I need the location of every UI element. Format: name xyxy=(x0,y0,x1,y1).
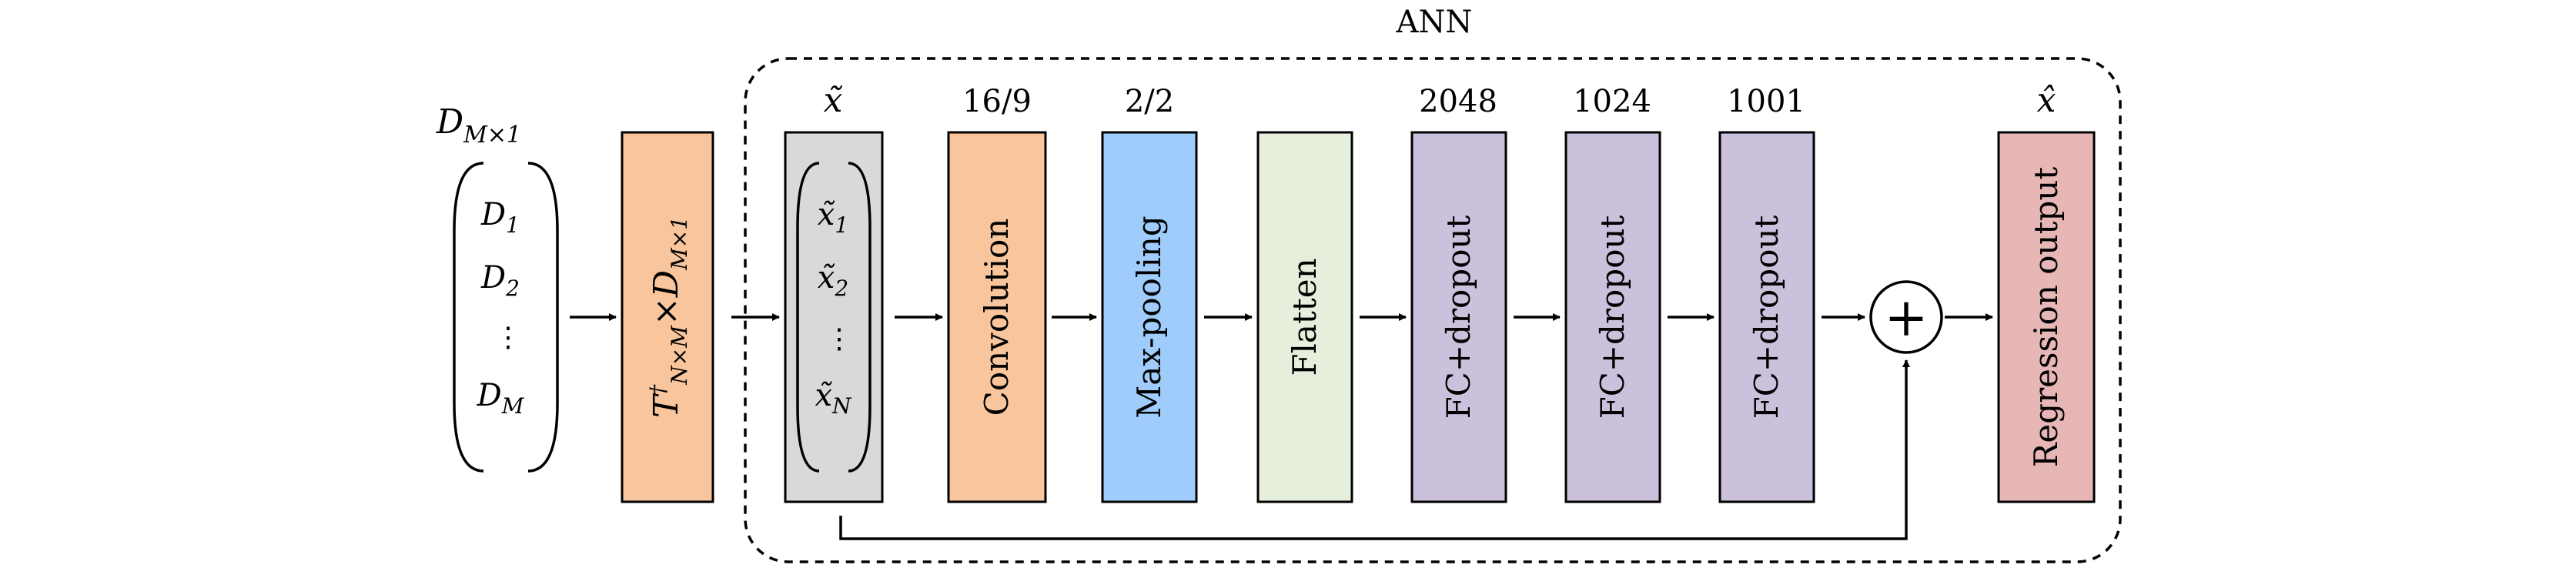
sum-circle xyxy=(1869,280,1943,354)
layer-box xyxy=(1256,131,1353,503)
layer-flatten: Flatten xyxy=(1256,131,1353,503)
reduced-item-dots: ⋮ xyxy=(825,323,853,355)
layer-top-label: 16/9 xyxy=(962,84,1032,119)
layer-name: FC+dropout xyxy=(1748,215,1785,419)
layer-top-label: 1024 xyxy=(1573,84,1651,119)
layer-top-label: 2/2 xyxy=(1125,84,1174,119)
layer-fc-1024: 1024 FC+dropout xyxy=(1564,84,1661,503)
ann-region xyxy=(744,57,2122,563)
flow-arrows xyxy=(570,313,1993,540)
input-vector: DM×1 D1 D2 ⋮ DM xyxy=(436,102,559,473)
reduced-item-n: x̃N xyxy=(815,378,852,419)
input-left-paren xyxy=(453,162,484,473)
layer-box xyxy=(1564,131,1661,503)
layer-box xyxy=(1718,131,1815,503)
layer-fc-1001: 1001 FC+dropout xyxy=(1718,84,1815,503)
reduced-left-paren xyxy=(796,162,820,473)
transform-block: T†N×M×DM×1 xyxy=(621,131,714,503)
layer-box xyxy=(1410,131,1507,503)
transform-block-box xyxy=(621,131,714,503)
input-item-dots: ⋮ xyxy=(494,322,522,353)
layer-name: FC+dropout xyxy=(1594,215,1631,419)
output-block: x̂ Regression output xyxy=(1997,81,2096,503)
reduced-vector-top-label: x̃ xyxy=(824,81,843,120)
input-item-2: D2 xyxy=(480,260,520,301)
layer-name: FC+dropout xyxy=(1440,215,1477,419)
reduced-item-2: x̃2 xyxy=(818,260,848,301)
sum-symbol: + xyxy=(1885,288,1929,349)
layer-top-label: 1001 xyxy=(1727,84,1805,119)
layer-box xyxy=(1101,131,1198,503)
layer-max-pooling: 2/2 Max-pooling xyxy=(1101,84,1198,503)
layer-name: Max-pooling xyxy=(1130,216,1168,418)
reduced-right-paren xyxy=(848,162,871,473)
ann-label: ANN xyxy=(1396,5,1473,40)
reduced-vector: x̃ x̃1 x̃2 ⋮ x̃N xyxy=(784,81,884,503)
layer-convolution: 16/9 Convolution xyxy=(947,84,1047,503)
layer-fc-2048: 2048 FC+dropout xyxy=(1410,84,1507,503)
layer-name: Flatten xyxy=(1286,258,1323,376)
layer-box xyxy=(947,131,1047,503)
output-top-label: x̂ xyxy=(2037,81,2056,120)
skip-connection xyxy=(839,359,1910,540)
output-box xyxy=(1997,131,2096,503)
output-name: Regression output xyxy=(2027,167,2065,468)
transform-block-label: T†N×M×DM×1 xyxy=(645,216,692,418)
layer-name: Convolution xyxy=(978,219,1015,416)
layer-top-label: 2048 xyxy=(1419,84,1497,119)
reduced-item-1: x̃1 xyxy=(818,197,848,238)
input-vector-title: DM×1 xyxy=(436,102,521,149)
input-right-paren xyxy=(527,162,559,473)
reduced-vector-box xyxy=(784,131,884,503)
input-item-m: DM xyxy=(477,378,525,419)
input-item-1: D1 xyxy=(480,197,520,238)
sum-node: + xyxy=(1869,280,1943,354)
